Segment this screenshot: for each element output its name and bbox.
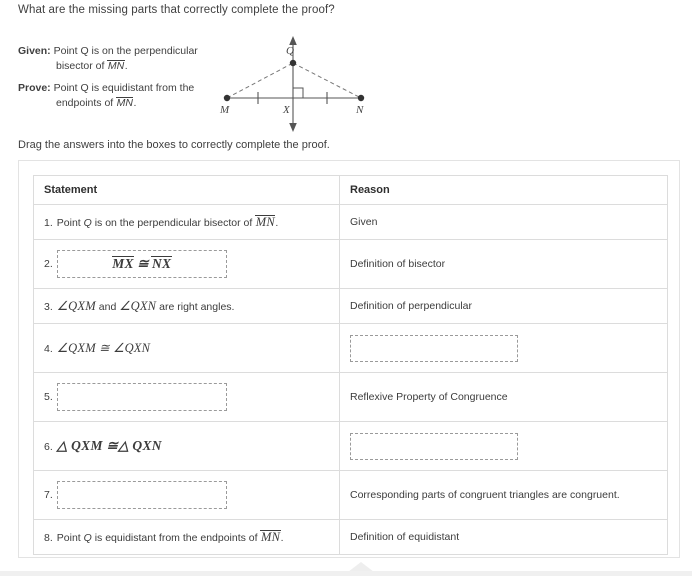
statement-cell-4: 4.∠QXM ≅ ∠QXN: [33, 323, 340, 373]
reason-cell-8: Definition of equidistant: [339, 519, 668, 555]
given-line-2-prefix: bisector of: [56, 60, 108, 72]
row-number-8: 8.: [44, 531, 53, 544]
point-m-dot: [223, 94, 231, 102]
dropbox-statement-7[interactable]: [56, 481, 227, 509]
table-row: 8.Point Q is equidistant from the endpoi…: [33, 519, 668, 555]
dashed-segment-qn: [292, 62, 362, 99]
statement-text-8-pre: Point: [56, 531, 84, 544]
statement-text-8-mid: is equidistant from the endpoints of: [91, 531, 261, 544]
statement-congruence-4: ∠QXM ≅ ∠QXN: [56, 341, 151, 355]
point-n-label: N: [355, 104, 364, 116]
prove-line-2-prefix: endpoints of: [56, 97, 117, 109]
point-n-dot: [357, 94, 365, 102]
table-row: 1.Point Q is on the perpendicular bisect…: [33, 204, 668, 240]
statement-cell-5: 5.: [33, 372, 340, 422]
prove-statement: Prove: Point Q is equidistant from the e…: [18, 81, 218, 111]
dashed-segment-qm: [226, 62, 294, 99]
statement-segment-mn-1: MN: [255, 214, 276, 229]
statement-cell-6: 6.△ QXM ≅△ QXN: [33, 421, 340, 471]
statement-angle-post-3: are right angles.: [156, 301, 235, 313]
page-title: What are the missing parts that correctl…: [18, 4, 335, 16]
perpendicular-bisector-line: [289, 36, 297, 132]
column-header-reason: Reason: [339, 175, 668, 205]
column-header-statement: Statement: [33, 175, 340, 205]
reason-cell-1: Given: [339, 204, 668, 240]
reason-cell-5: Reflexive Property of Congruence: [339, 372, 668, 422]
statement-point-label-1: Q: [83, 216, 92, 229]
dropbox-reason-6[interactable]: [350, 432, 518, 460]
prove-segment-mn: MN: [116, 97, 134, 109]
dropbox-2-right: NX: [151, 256, 172, 271]
proof-table: Statement Reason 1.Point Q is on the per…: [33, 175, 668, 555]
point-x-label: X: [282, 104, 291, 116]
proof-card: Statement Reason 1.Point Q is on the per…: [18, 160, 680, 558]
table-row: 5. Reflexive Property of Congruence: [33, 372, 668, 422]
prove-line-2-suffix: .: [133, 97, 137, 109]
statement-cell-8: 8.Point Q is equidistant from the endpoi…: [33, 519, 340, 555]
reason-cell-2: Definition of bisector: [339, 239, 668, 289]
statement-congruence-6: △ QXM ≅△ QXN: [56, 438, 162, 453]
given-prove-block: Given: Point Q is on the perpendicular b…: [18, 44, 218, 118]
row-number-3: 3.: [44, 301, 53, 314]
point-m-label: M: [219, 104, 230, 116]
answer-tray-strip: [0, 571, 692, 576]
right-angle-mark: [293, 87, 304, 98]
row-number-5: 5.: [44, 391, 53, 403]
given-line-2-suffix: .: [124, 60, 128, 72]
row-number-6: 6.: [44, 441, 53, 454]
statement-angle-one-3: ∠QXM: [56, 299, 96, 313]
table-row: 4.∠QXM ≅ ∠QXN: [33, 323, 668, 373]
prove-label: Prove:: [18, 82, 51, 94]
point-q-dot: [289, 59, 297, 67]
statement-text-1-post: .: [275, 216, 279, 229]
given-segment-mn: MN: [107, 60, 125, 72]
table-row: 7. Corresponding parts of congruent tria…: [33, 470, 668, 520]
prove-line-1: Point Q is equidistant from the: [53, 82, 195, 94]
statement-angle-two-3: ∠QXN: [119, 299, 157, 313]
answer-tray-caret-icon[interactable]: [348, 562, 374, 572]
statement-angle-join-3: and: [95, 301, 120, 313]
row-number-1: 1.: [44, 216, 53, 229]
given-label: Given:: [18, 45, 51, 57]
geometry-figure: Q M X N: [205, 36, 385, 132]
given-statement: Given: Point Q is on the perpendicular b…: [18, 44, 218, 74]
statement-cell-1: 1.Point Q is on the perpendicular bisect…: [33, 204, 340, 240]
dropbox-2-symbol: ≅: [137, 256, 149, 271]
statement-cell-2: 2.MX ≅ NX: [33, 239, 340, 289]
given-line-2: bisector of MN.: [18, 59, 218, 74]
reason-cell-4: [339, 323, 668, 373]
dropbox-reason-4[interactable]: [350, 334, 518, 362]
row-number-7: 7.: [44, 489, 53, 501]
dropbox-statement-5[interactable]: [56, 383, 227, 411]
statement-point-label-8: Q: [83, 531, 92, 544]
drag-instruction: Drag the answers into the boxes to corre…: [18, 139, 330, 151]
row-number-4: 4.: [44, 343, 53, 356]
statement-text-1-pre: Point: [56, 216, 84, 229]
reason-cell-7: Corresponding parts of congruent triangl…: [339, 470, 668, 520]
reason-cell-3: Definition of perpendicular: [339, 288, 668, 324]
table-row: 2.MX ≅ NX Definition of bisector: [33, 239, 668, 289]
table-row: 3.∠QXM and ∠QXN are right angles. Defini…: [33, 288, 668, 324]
statement-segment-mn-8: MN: [260, 529, 281, 544]
table-header-row: Statement Reason: [33, 175, 668, 205]
reason-cell-6: [339, 421, 668, 471]
given-line-1: Point Q is on the perpendicular: [53, 45, 198, 57]
row-number-2: 2.: [44, 258, 53, 270]
table-row: 6.△ QXM ≅△ QXN: [33, 421, 668, 471]
statement-cell-7: 7.: [33, 470, 340, 520]
statement-text-1-mid: is on the perpendicular bisector of: [91, 216, 256, 229]
dropbox-2-left: MX: [111, 256, 135, 271]
dropbox-statement-2[interactable]: MX ≅ NX: [56, 250, 227, 278]
prove-line-2: endpoints of MN.: [18, 96, 218, 111]
statement-text-8-post: .: [280, 531, 284, 544]
point-q-label: Q: [286, 45, 294, 57]
statement-cell-3: 3.∠QXM and ∠QXN are right angles.: [33, 288, 340, 324]
